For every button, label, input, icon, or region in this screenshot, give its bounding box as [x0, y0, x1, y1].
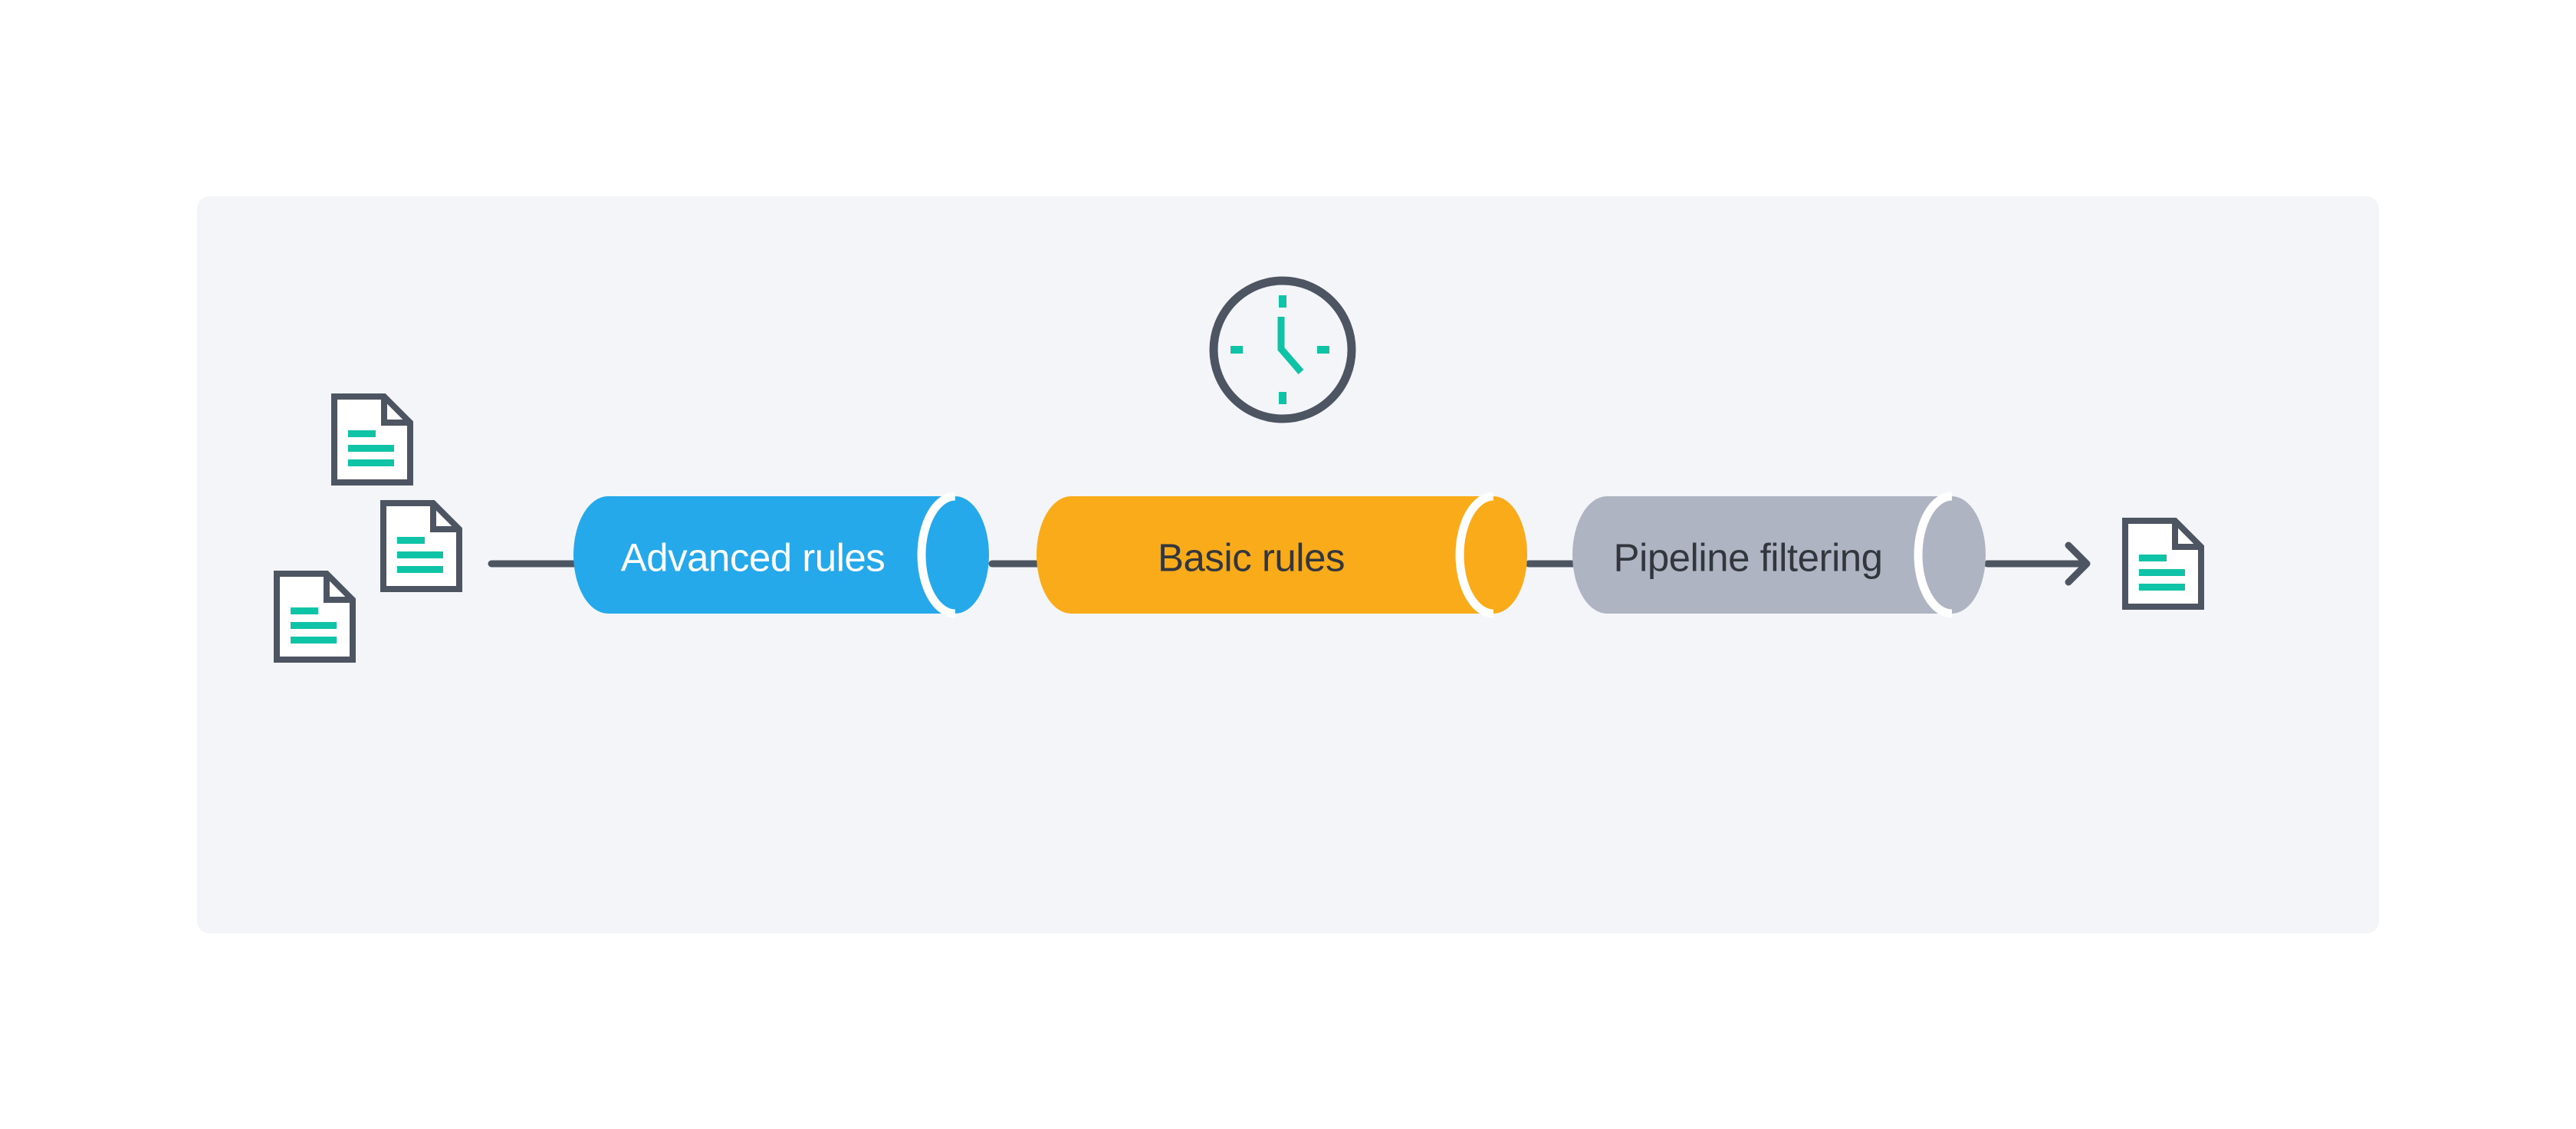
cylinder-end-cap: [922, 496, 989, 614]
cylinder-seam: [1455, 492, 1494, 618]
stage-basic-rules: Basic rules: [1037, 492, 1527, 618]
clock-tick-9: [1230, 346, 1243, 354]
clock-hands: [1277, 317, 1304, 374]
clock-tick-3: [1317, 346, 1329, 354]
cylinder-end-cap: [1918, 496, 1986, 614]
stage-label: Pipeline filtering: [1613, 536, 1882, 580]
stage-label: Basic rules: [1158, 536, 1345, 580]
arrow-head: [2065, 541, 2091, 586]
document-icon: [383, 503, 459, 589]
cylinder-seam: [917, 492, 956, 618]
cylinder-body: [573, 496, 955, 614]
document-icon: [277, 574, 353, 660]
output-document-icon: [2125, 521, 2201, 607]
cylinder-body: [1037, 496, 1493, 614]
document-icon: [334, 397, 410, 482]
stage-pipeline-filtering: Pipeline filtering: [1572, 492, 1986, 618]
stage-advanced-rules: Advanced rules: [573, 492, 989, 618]
clock-tick-6: [1279, 392, 1286, 404]
stage-label: Advanced rules: [621, 536, 886, 580]
clock-icon: [1209, 276, 1356, 423]
cylinder-seam: [1914, 492, 1953, 618]
cylinder-end-cap: [1460, 496, 1527, 614]
clock-tick-12: [1279, 295, 1286, 308]
arrow-right-icon: [1983, 541, 2091, 586]
cylinder-body: [1572, 496, 1952, 614]
